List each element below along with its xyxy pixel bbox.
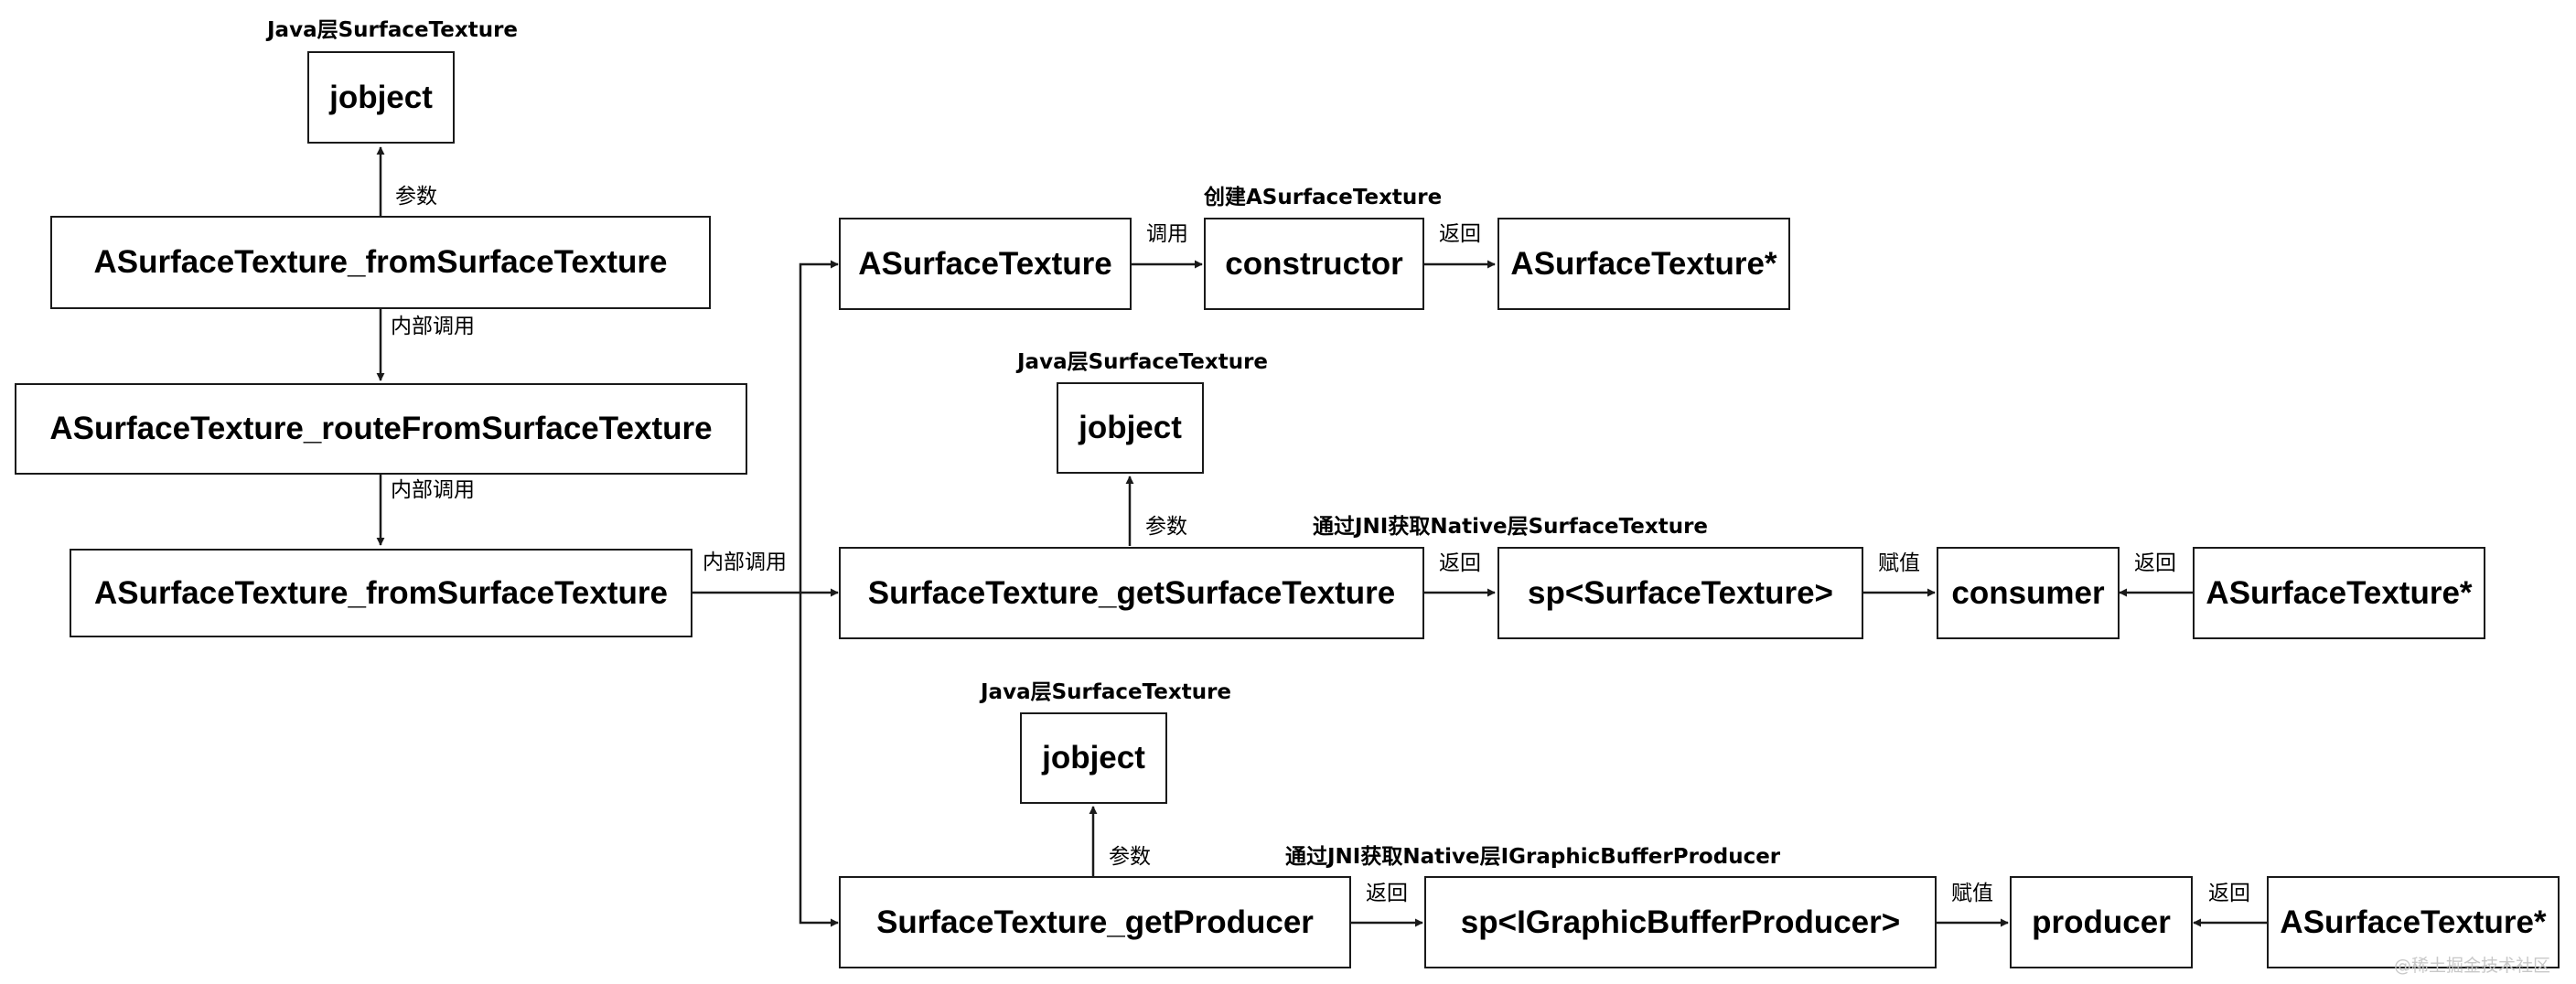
label-internal-call-3: 内部调用 <box>703 551 787 574</box>
surfacetexture-getproducer-box: SurfaceTexture_getProducer <box>839 876 1351 968</box>
label-java-surfacetexture-middle: Java层SurfaceTexture <box>1017 350 1269 374</box>
asurfacetexture-pointer-box-2: ASurfaceTexture* <box>2193 547 2485 639</box>
consumer-box: consumer <box>1937 547 2120 639</box>
label-jni-native-igraphicbufferproducer: 通过JNI获取Native层IGraphicBufferProducer <box>1285 845 1781 869</box>
constructor-box: constructor <box>1204 218 1424 310</box>
jobject-box-bottom: jobject <box>1020 712 1167 804</box>
asurfacetexture-routefromsurfacetexture-box: ASurfaceTexture_routeFromSurfaceTexture <box>15 383 747 475</box>
label-internal-call-1: 内部调用 <box>391 315 475 338</box>
sp-igraphicbufferproducer-box: sp<IGraphicBufferProducer> <box>1424 876 1937 968</box>
label-return-3: 返回 <box>2134 551 2176 575</box>
jobject-box-top: jobject <box>307 51 455 144</box>
label-assign-2: 赋值 <box>1951 882 1993 905</box>
label-return-5: 返回 <box>2208 882 2250 905</box>
jobject-box-middle: jobject <box>1057 382 1204 474</box>
asurfacetexture-pointer-box-3: ASurfaceTexture* <box>2267 876 2560 968</box>
label-return-4: 返回 <box>1366 882 1408 905</box>
label-return-1: 返回 <box>1439 222 1481 246</box>
watermark: @稀土掘金技术社区 <box>2393 956 2550 976</box>
label-java-surfacetexture-top: Java层SurfaceTexture <box>267 18 519 42</box>
sp-surfacetexture-box: sp<SurfaceTexture> <box>1497 547 1863 639</box>
label-jni-native-surfacetexture: 通过JNI获取Native层SurfaceTexture <box>1313 515 1709 539</box>
label-param-top: 参数 <box>395 185 437 209</box>
asurfacetexture-box: ASurfaceTexture <box>839 218 1132 310</box>
label-param-bottom: 参数 <box>1109 845 1151 869</box>
surfacetexture-getsurfacetexture-box: SurfaceTexture_getSurfaceTexture <box>839 547 1424 639</box>
asurfacetexture-fromsurfacetexture-box-2: ASurfaceTexture_fromSurfaceTexture <box>70 549 692 637</box>
label-assign-1: 赋值 <box>1878 551 1920 575</box>
label-internal-call-2: 内部调用 <box>391 478 475 502</box>
edge-branch-to-asurfacetexture <box>799 260 839 593</box>
producer-box: producer <box>2010 876 2193 968</box>
label-return-2: 返回 <box>1439 551 1481 575</box>
label-param-middle: 参数 <box>1145 515 1187 539</box>
asurfacetexture-fromsurfacetexture-box: ASurfaceTexture_fromSurfaceTexture <box>50 216 711 309</box>
label-java-surfacetexture-bottom: Java层SurfaceTexture <box>981 680 1232 704</box>
asurfacetexture-pointer-box-1: ASurfaceTexture* <box>1497 218 1790 310</box>
label-call: 调用 <box>1146 222 1188 246</box>
edge-branch-to-get-producer <box>799 593 839 927</box>
label-create-asurfacetexture: 创建ASurfaceTexture <box>1204 186 1443 209</box>
